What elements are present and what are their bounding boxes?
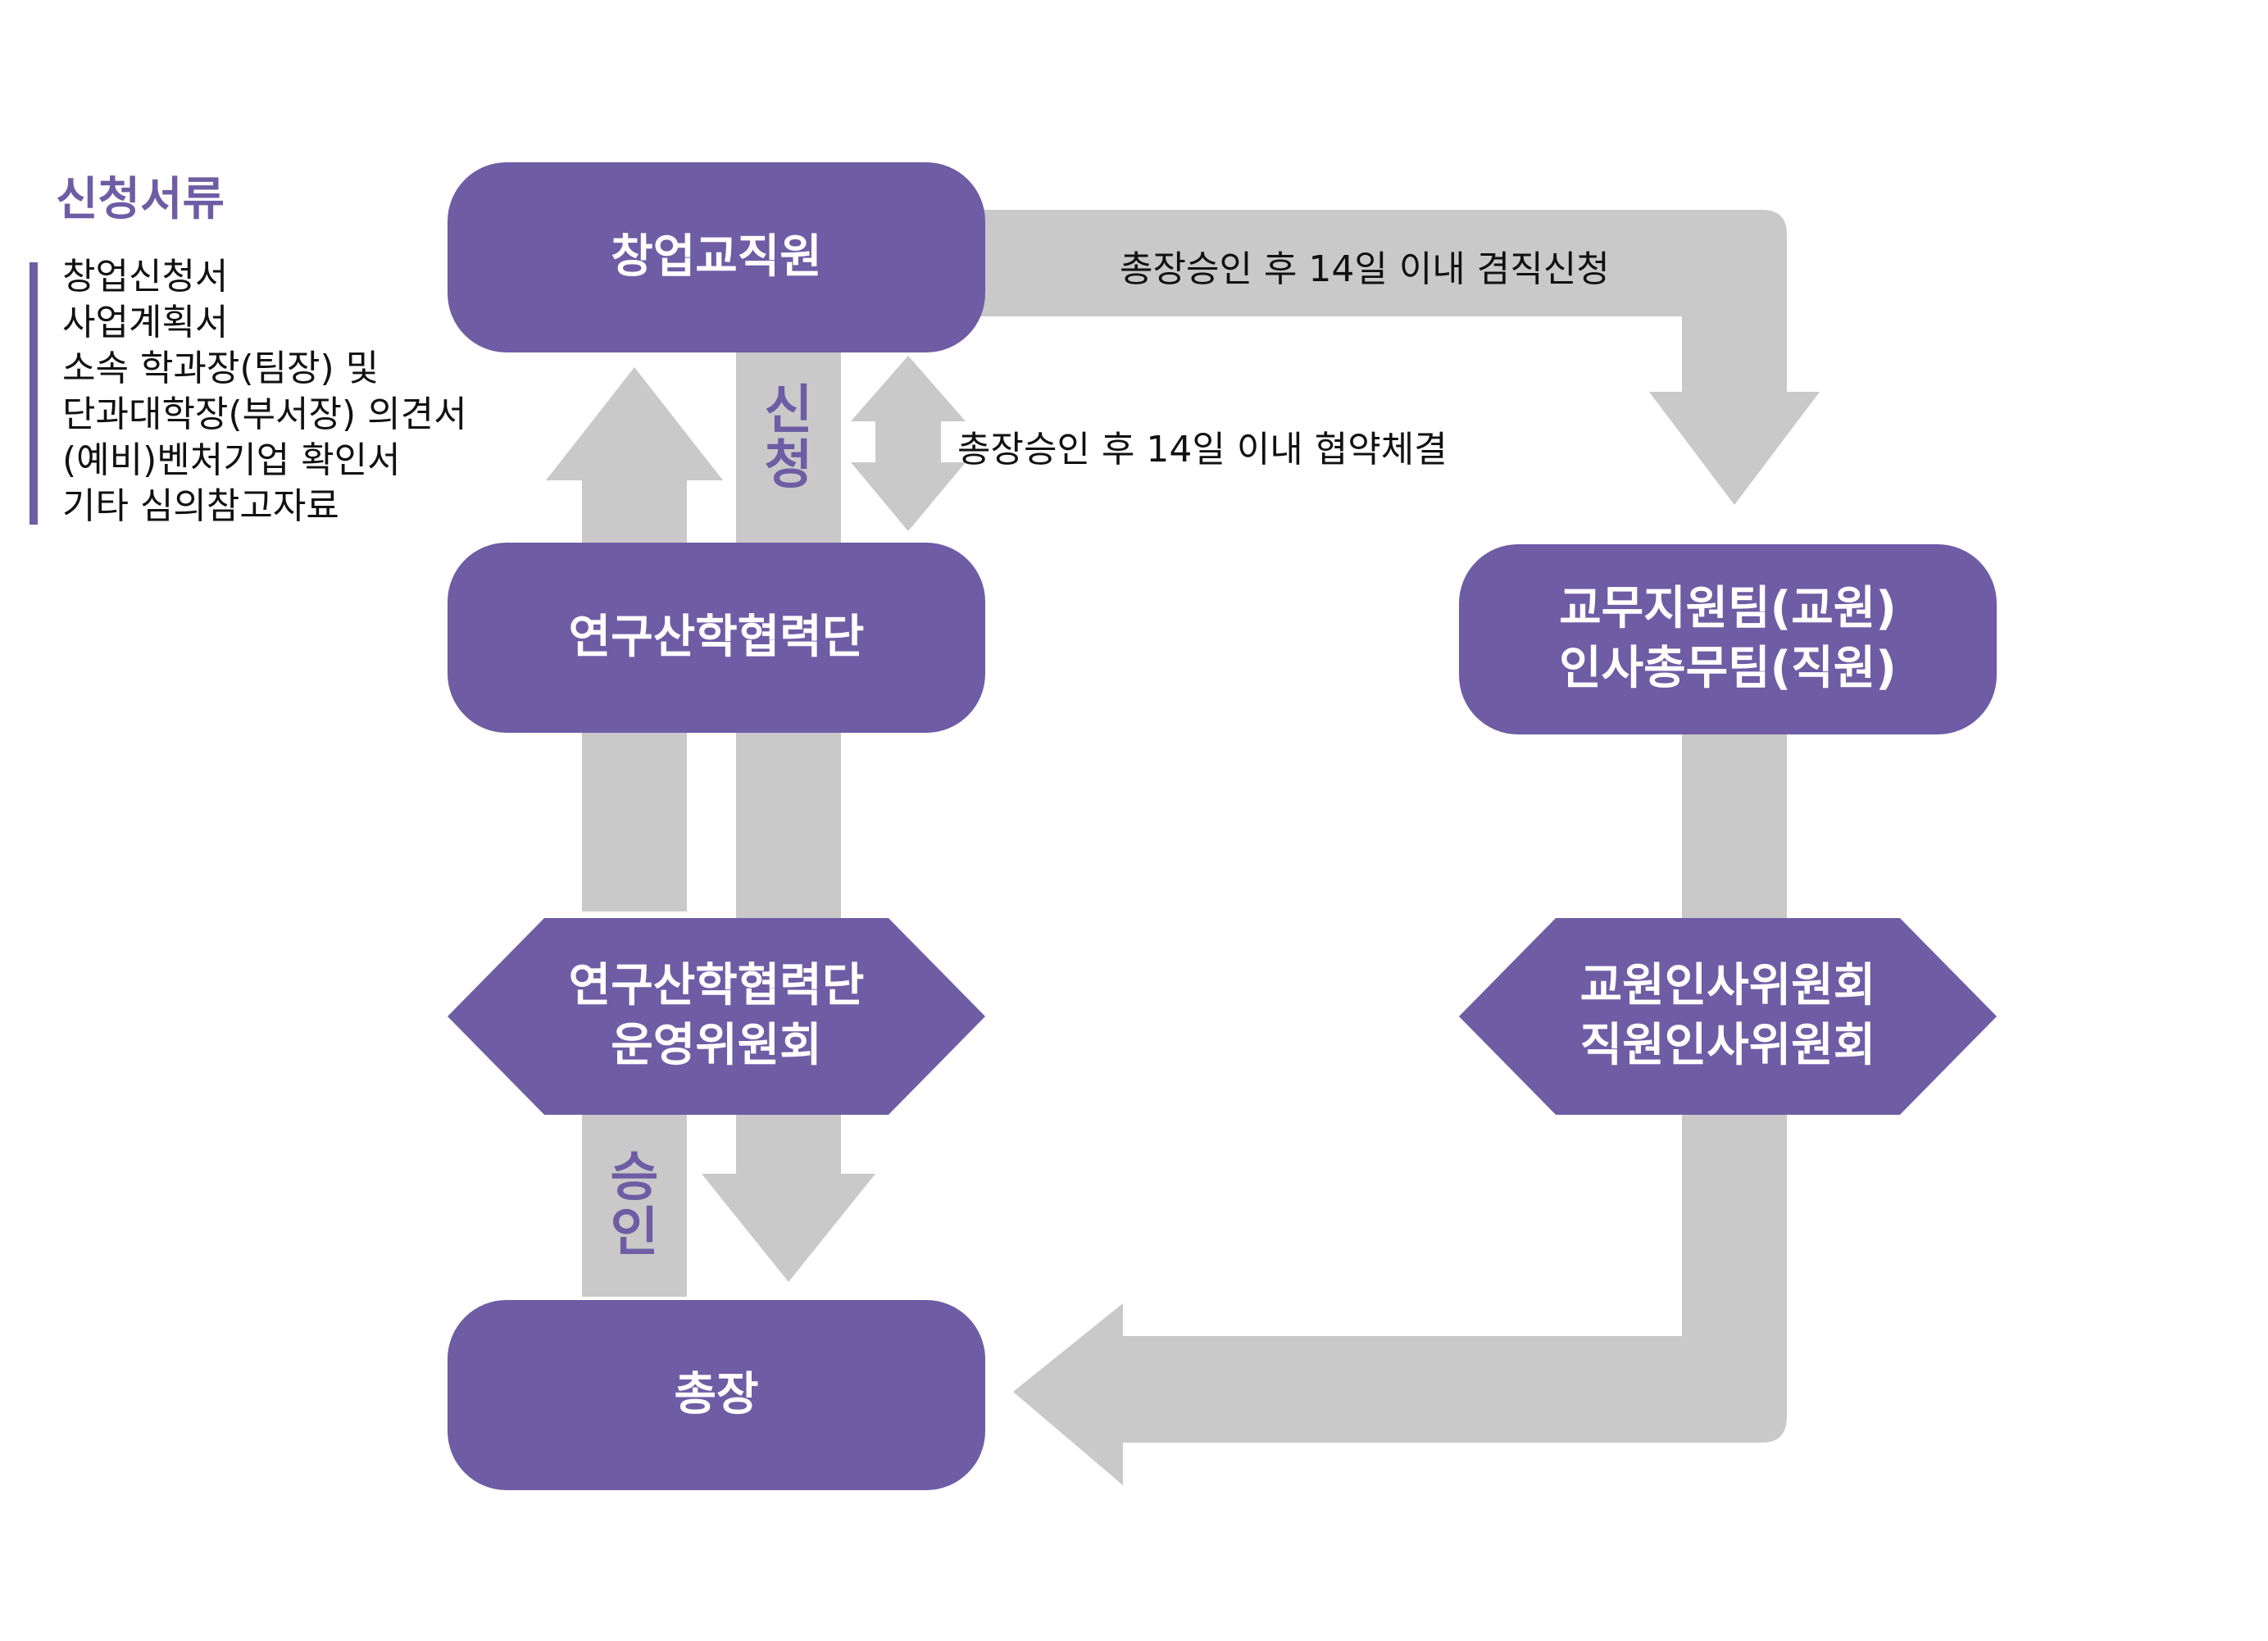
arrow-approval-stub (582, 1111, 687, 1297)
node-academic-team-line-1: 교무지원팀(교원) (1559, 582, 1897, 636)
apply-label: 신 청 (756, 380, 821, 497)
documents-accent-bar (30, 262, 38, 525)
node-foundation-label: 연구산학협력단 (568, 610, 865, 664)
list-item: (예비)벤처기업 확인서 (62, 439, 401, 481)
arrow-to-president (1013, 730, 1787, 1485)
node-committee-line-2: 운영위원회 (611, 1019, 822, 1072)
node-president-label: 총장 (674, 1367, 759, 1421)
apply-label-char-2: 청 (764, 435, 813, 497)
node-personnel-committee-line-1: 교원인사위원회 (1579, 959, 1876, 1013)
node-founder-label: 창업교직원 (611, 230, 822, 284)
documents-list: 창업신청서 사업계획서 소속 학과장(팀장) 및 단과대학장(부서장) 의견서 … (62, 254, 467, 530)
approve-label-char-1: 승 (610, 1148, 659, 1208)
agreement-label: 총장승인 후 14일 이내 협약체결 (957, 429, 1448, 470)
list-item: 단과대학장(부서장) 의견서 (62, 393, 467, 435)
node-academic-team: 교무지원팀(교원) 인사총무팀(직원) (1459, 544, 1997, 734)
node-president: 총장 (448, 1300, 985, 1490)
node-committee: 연구산학협력단 운영위원회 (448, 918, 985, 1115)
arrow-concurrent-application (975, 210, 1820, 505)
node-committee-line-1: 연구산학협력단 (568, 959, 865, 1013)
apply-label-char-1: 신 (764, 380, 813, 441)
concurrent-application-label: 총장승인 후 14일 이내 겸직신청 (1120, 248, 1610, 290)
list-item: 사업계획서 (62, 302, 229, 343)
node-founder: 창업교직원 (448, 162, 985, 352)
documents-title: 신청서류 (56, 173, 225, 226)
arrow-agreement (851, 356, 966, 531)
node-personnel-committee-line-2: 직원인사위원회 (1579, 1019, 1876, 1072)
list-item: 기타 심의참고자료 (62, 485, 339, 527)
list-item: 창업신청서 (62, 256, 229, 298)
node-foundation: 연구산학협력단 (448, 543, 985, 733)
node-academic-team-line-2: 인사총무팀(직원) (1559, 642, 1897, 695)
approve-label: 승 인 (602, 1148, 667, 1264)
list-item: 소속 학과장(팀장) 및 (62, 348, 380, 389)
node-personnel-committee: 교원인사위원회 직원인사위원회 (1459, 918, 1997, 1115)
approve-label-char-2: 인 (610, 1202, 659, 1264)
